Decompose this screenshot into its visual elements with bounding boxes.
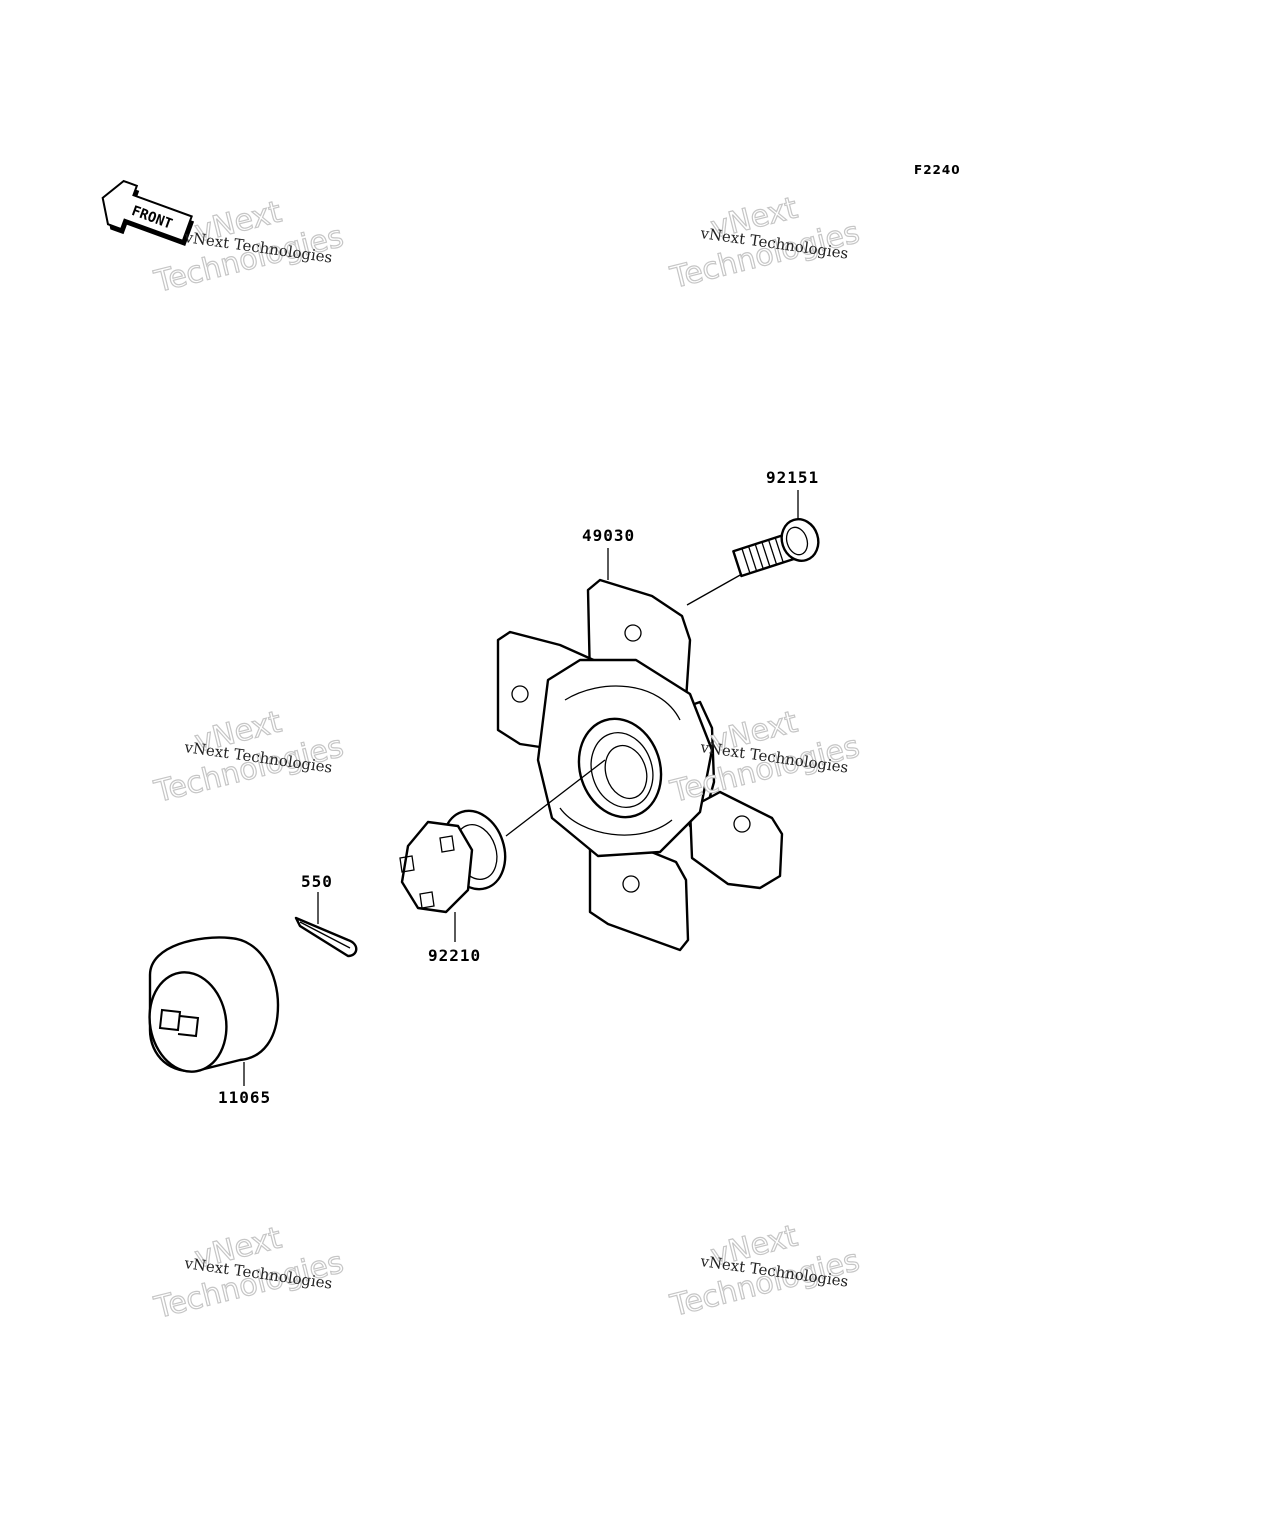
watermark: vNext Technologies vNext Technologies (150, 194, 348, 301)
front-arrow-icon: FRONT (101, 179, 195, 246)
cotter-pin-part (294, 916, 358, 958)
watermark: vNext Technologies vNext Technologies (150, 1220, 348, 1327)
watermark: vNext Technologies vNext Technologies (666, 1218, 864, 1325)
brand-logo-icon (158, 1008, 200, 1038)
diagram-code: F2240 (914, 163, 961, 177)
hub-part (496, 578, 784, 952)
part-label-550: 550 (301, 872, 333, 891)
leader-lines (243, 490, 799, 1086)
watermark: vNext Technologies vNext Technologies (666, 190, 864, 297)
cap-part (148, 936, 280, 1073)
stud-bolt-part (732, 518, 820, 578)
watermark: vNext Technologies vNext Technologies (150, 704, 348, 811)
part-label-11065: 11065 (218, 1088, 271, 1107)
part-label-92151: 92151 (766, 468, 819, 487)
castle-nut-part (399, 809, 507, 914)
part-label-92210: 92210 (428, 946, 481, 965)
part-label-49030: 49030 (582, 526, 635, 545)
